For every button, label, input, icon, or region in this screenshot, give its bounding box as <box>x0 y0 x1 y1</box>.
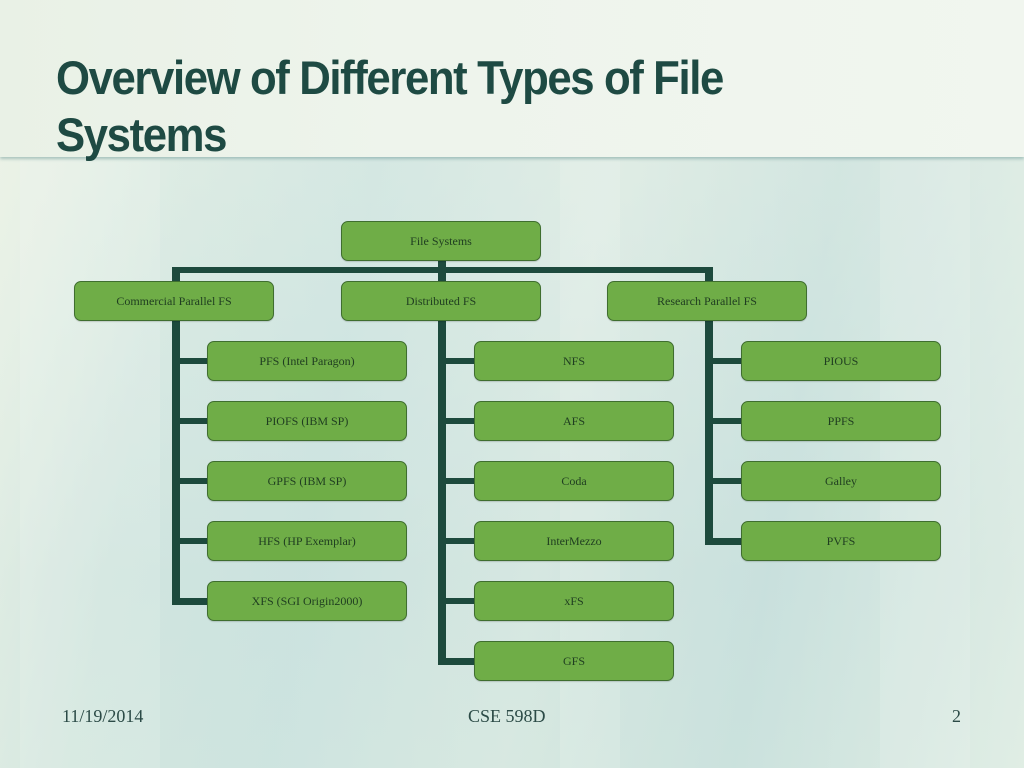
node-piofs: PIOFS (IBM SP) <box>207 401 407 441</box>
node-pfs: PFS (Intel Paragon) <box>207 341 407 381</box>
connector-branch <box>172 538 208 544</box>
connector-distributed-trunk <box>438 321 446 665</box>
background-streak <box>20 160 160 768</box>
node-pvfs: PVFS <box>741 521 941 561</box>
node-coda: Coda <box>474 461 674 501</box>
node-root: File Systems <box>341 221 541 261</box>
node-research-parallel-fs: Research Parallel FS <box>607 281 807 321</box>
node-xfs: xFS <box>474 581 674 621</box>
connector-branch <box>705 478 741 484</box>
node-hfs: HFS (HP Exemplar) <box>207 521 407 561</box>
connector-branch <box>172 598 208 605</box>
node-pious: PIOUS <box>741 341 941 381</box>
node-galley: Galley <box>741 461 941 501</box>
node-commercial-parallel-fs: Commercial Parallel FS <box>74 281 274 321</box>
connector-branch <box>705 358 741 364</box>
connector-branch <box>172 358 208 364</box>
footer-date: 11/19/2014 <box>62 706 144 726</box>
footer-course: CSE 598D <box>468 706 546 726</box>
connector-branch <box>438 538 474 544</box>
connector-research-trunk <box>705 321 713 545</box>
node-xfs-sgi: XFS (SGI Origin2000) <box>207 581 407 621</box>
connector-research-drop <box>705 267 713 281</box>
node-intermezzo: InterMezzo <box>474 521 674 561</box>
connector-commercial-drop <box>172 267 180 281</box>
node-nfs: NFS <box>474 341 674 381</box>
node-gpfs: GPFS (IBM SP) <box>207 461 407 501</box>
connector-branch <box>172 478 208 484</box>
connector-branch <box>705 538 741 545</box>
connector-branch <box>705 418 741 424</box>
connector-branch <box>438 478 474 484</box>
connector-branch <box>438 658 474 665</box>
connector-branch <box>172 418 208 424</box>
node-distributed-fs: Distributed FS <box>341 281 541 321</box>
connector-top-bar <box>172 267 713 273</box>
connector-branch <box>438 418 474 424</box>
connector-commercial-trunk <box>172 321 180 605</box>
node-gfs: GFS <box>474 641 674 681</box>
slide-title: Overview of Different Types of File Syst… <box>56 51 724 161</box>
connector-branch <box>438 598 474 604</box>
connector-branch <box>438 358 474 364</box>
node-afs: AFS <box>474 401 674 441</box>
footer-page-number: 2 <box>952 706 961 726</box>
node-ppfs: PPFS <box>741 401 941 441</box>
header-band <box>0 0 1024 157</box>
